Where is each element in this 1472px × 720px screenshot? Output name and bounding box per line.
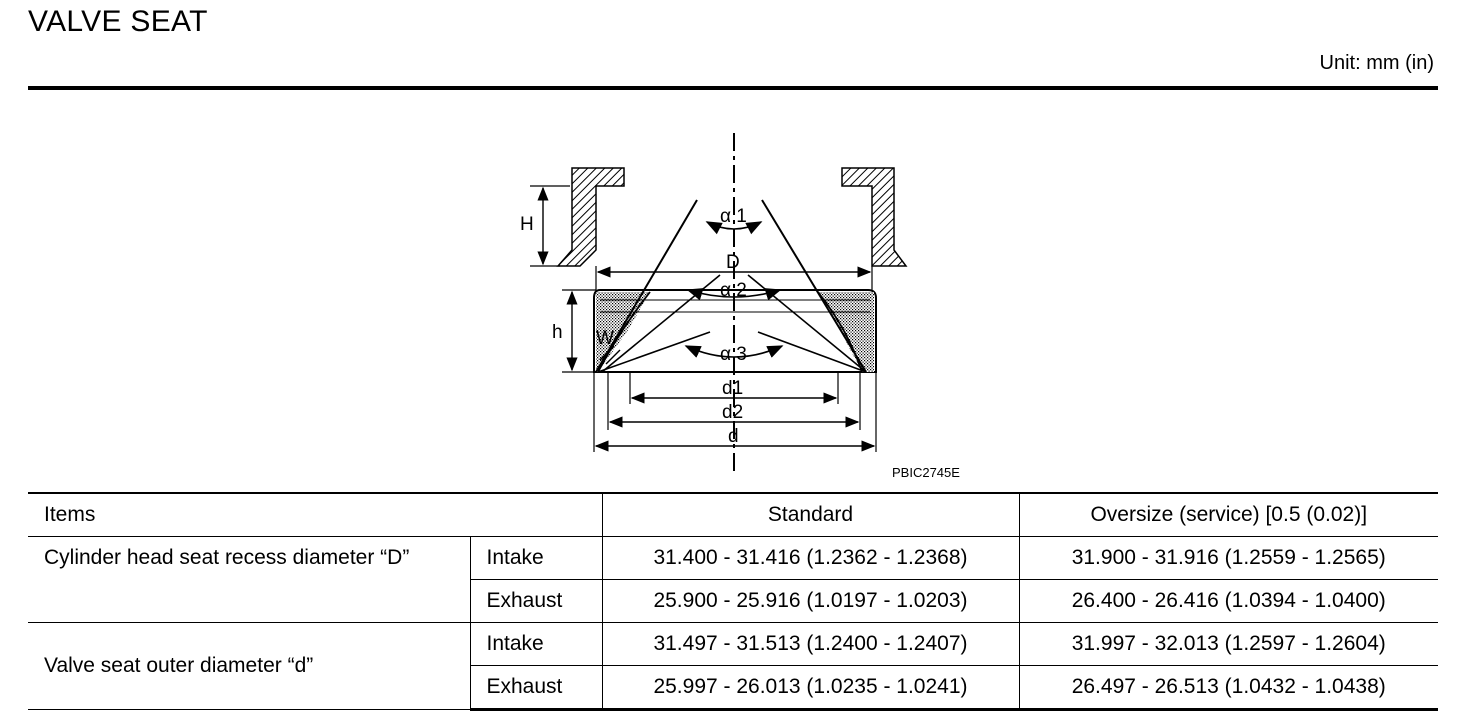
row-standard: 25.997 - 26.013 (1.0235 - 1.0241) bbox=[601, 665, 1020, 711]
row-oversize: 31.997 - 32.013 (1.2597 - 1.2604) bbox=[1018, 622, 1438, 666]
table-row: Exhaust 25.900 - 25.916 (1.0197 - 1.0203… bbox=[28, 579, 1438, 623]
row-item: Valve seat outer diameter “d” bbox=[28, 622, 471, 710]
label-D: D bbox=[726, 252, 740, 273]
table-row: Cylinder head seat recess diameter “D” I… bbox=[28, 536, 1438, 580]
table-row: Exhaust 25.997 - 26.013 (1.0235 - 1.0241… bbox=[28, 665, 1438, 711]
row-type: Intake bbox=[469, 622, 603, 666]
row-standard: 25.900 - 25.916 (1.0197 - 1.0203) bbox=[601, 579, 1020, 623]
valve-seat-spec-table: Items Standard Oversize (service) [0.5 (… bbox=[28, 492, 1438, 711]
cylinder-head-left bbox=[556, 167, 625, 267]
table-row: Valve seat outer diameter “d” Intake 31.… bbox=[28, 622, 1438, 710]
row-item bbox=[28, 579, 471, 623]
header-standard: Standard bbox=[601, 492, 1020, 537]
top-rule bbox=[28, 86, 1438, 90]
figure-code: PBIC2745E bbox=[892, 465, 960, 480]
cylinder-head-right bbox=[841, 167, 908, 267]
row-item: Cylinder head seat recess diameter “D” bbox=[28, 536, 471, 580]
label-alpha2: α 2 bbox=[720, 280, 747, 301]
header-oversize: Oversize (service) [0.5 (0.02)] bbox=[1018, 492, 1438, 537]
valve-seat-diagram: H h W D α 1 α 2 α 3 d1 d2 d PBIC2745E bbox=[0, 90, 1472, 490]
label-W: W bbox=[596, 328, 614, 349]
unit-label: Unit: mm (in) bbox=[1319, 52, 1434, 74]
row-oversize: 26.497 - 26.513 (1.0432 - 1.0438) bbox=[1018, 665, 1438, 711]
label-d: d bbox=[728, 426, 739, 447]
row-standard: 31.400 - 31.416 (1.2362 - 1.2368) bbox=[601, 536, 1020, 580]
label-alpha3: α 3 bbox=[720, 344, 747, 365]
label-alpha1: α 1 bbox=[720, 206, 747, 227]
row-type: Exhaust bbox=[469, 579, 603, 623]
label-d2: d2 bbox=[722, 402, 743, 423]
label-d1: d1 bbox=[722, 378, 743, 399]
page-title: VALVE SEAT bbox=[28, 5, 208, 38]
label-H: H bbox=[520, 214, 534, 235]
row-oversize: 26.400 - 26.416 (1.0394 - 1.0400) bbox=[1018, 579, 1438, 623]
row-type: Intake bbox=[469, 536, 603, 580]
row-standard: 31.497 - 31.513 (1.2400 - 1.2407) bbox=[601, 622, 1020, 666]
row-type: Exhaust bbox=[470, 665, 603, 711]
table-header-row: Items Standard Oversize (service) [0.5 (… bbox=[28, 492, 1438, 537]
label-h: h bbox=[552, 322, 563, 343]
header-items: Items bbox=[28, 492, 603, 537]
row-oversize: 31.900 - 31.916 (1.2559 - 1.2565) bbox=[1018, 536, 1438, 580]
